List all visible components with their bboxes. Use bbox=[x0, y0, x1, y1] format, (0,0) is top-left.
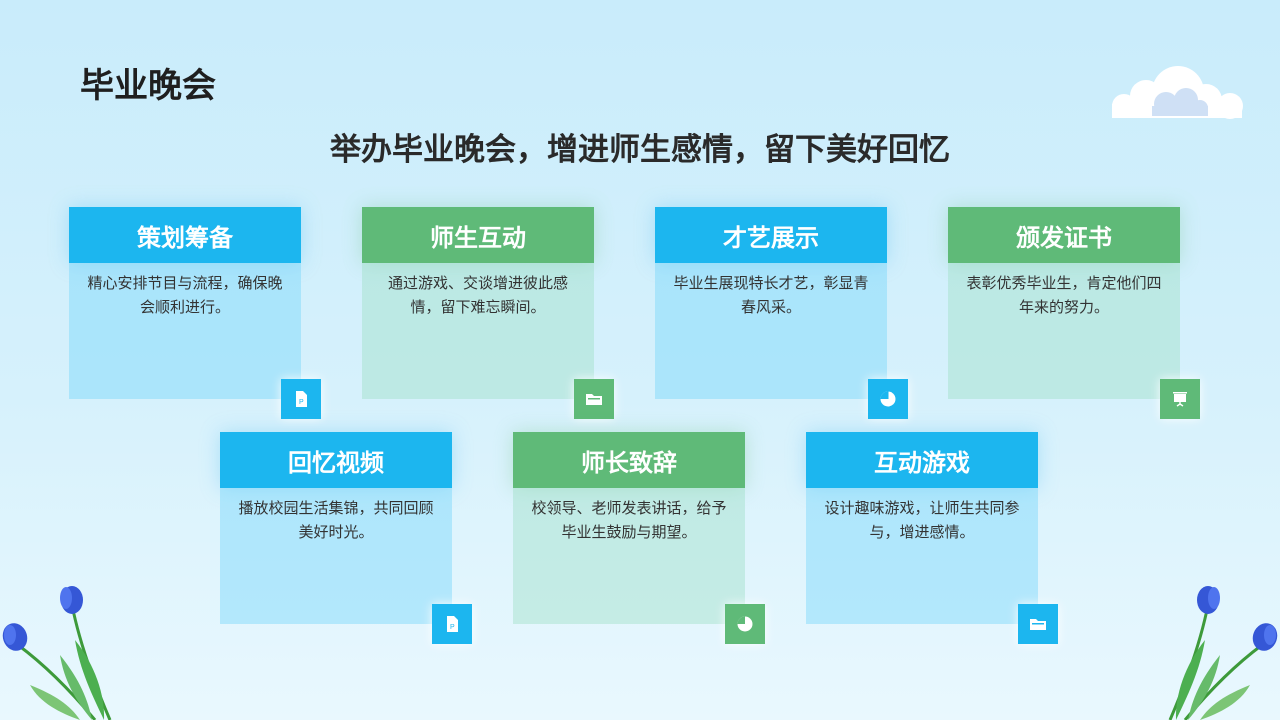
cloud-decoration bbox=[1112, 66, 1243, 119]
tulip-left-decoration bbox=[2, 586, 112, 720]
card-text: 校领导、老师发表讲话，给予毕业生鼓励与期望。 bbox=[513, 488, 745, 624]
pie-chart-icon bbox=[868, 379, 908, 419]
card-talent: 才艺展示 毕业生展现特长才艺，彰显青春风采。 bbox=[655, 207, 887, 399]
tulip-right-decoration bbox=[1168, 586, 1278, 720]
card-text: 播放校园生活集锦，共同回顾美好时光。 bbox=[220, 488, 452, 624]
document-icon: P bbox=[432, 604, 472, 644]
card-speech: 师长致辞 校领导、老师发表讲话，给予毕业生鼓励与期望。 bbox=[513, 432, 745, 624]
card-title: 颁发证书 bbox=[948, 207, 1180, 263]
folder-icon bbox=[1018, 604, 1058, 644]
folder-icon bbox=[574, 379, 614, 419]
card-planning: 策划筹备 精心安排节目与流程，确保晚会顺利进行。 bbox=[69, 207, 301, 399]
card-interaction: 师生互动 通过游戏、交谈增进彼此感情，留下难忘瞬间。 bbox=[362, 207, 594, 399]
card-title: 互动游戏 bbox=[806, 432, 1038, 488]
card-title: 回忆视频 bbox=[220, 432, 452, 488]
card-text: 精心安排节目与流程，确保晚会顺利进行。 bbox=[69, 263, 301, 399]
card-title: 师长致辞 bbox=[513, 432, 745, 488]
card-games: 互动游戏 设计趣味游戏，让师生共同参与，增进感情。 bbox=[806, 432, 1038, 624]
card-text: 毕业生展现特长才艺，彰显青春风采。 bbox=[655, 263, 887, 399]
svg-text:P: P bbox=[299, 399, 304, 406]
page-subtitle: 举办毕业晚会，增进师生感情，留下美好回忆 bbox=[330, 132, 950, 168]
document-icon: P bbox=[281, 379, 321, 419]
presentation-icon bbox=[1160, 379, 1200, 419]
page-title: 毕业晚会 bbox=[80, 66, 216, 106]
card-text: 设计趣味游戏，让师生共同参与，增进感情。 bbox=[806, 488, 1038, 624]
svg-text:P: P bbox=[450, 624, 455, 631]
card-title: 才艺展示 bbox=[655, 207, 887, 263]
card-video: 回忆视频 播放校园生活集锦，共同回顾美好时光。 bbox=[220, 432, 452, 624]
card-text: 表彰优秀毕业生，肯定他们四年来的努力。 bbox=[948, 263, 1180, 399]
card-certificate: 颁发证书 表彰优秀毕业生，肯定他们四年来的努力。 bbox=[948, 207, 1180, 399]
card-text: 通过游戏、交谈增进彼此感情，留下难忘瞬间。 bbox=[362, 263, 594, 399]
card-title: 师生互动 bbox=[362, 207, 594, 263]
card-title: 策划筹备 bbox=[69, 207, 301, 263]
pie-chart-icon bbox=[725, 604, 765, 644]
